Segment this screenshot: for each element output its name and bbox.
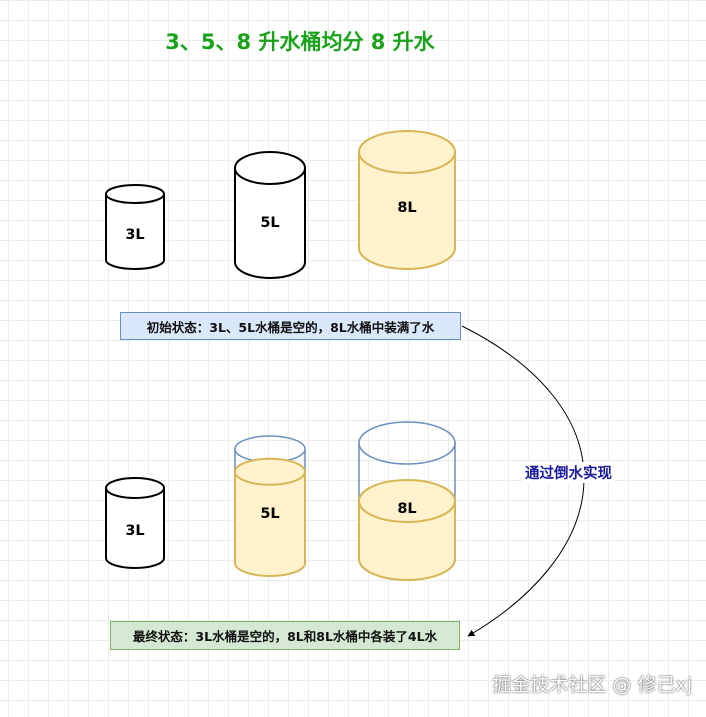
- water-body: [234, 471, 306, 577]
- bucket-label: 8L: [397, 501, 416, 517]
- bucket-container-rim: [358, 421, 456, 465]
- bucket-label: 5L: [260, 215, 279, 231]
- bucket-label: 3L: [125, 227, 144, 243]
- diagram-title: 3、5、8 升水桶均分 8 升水: [165, 30, 435, 54]
- bucket-label: 3L: [125, 523, 144, 539]
- water-body: [358, 501, 456, 581]
- bucket-body: [234, 168, 306, 279]
- initial-bucket-5L: 5L: [234, 151, 306, 279]
- water-surface: [358, 479, 456, 523]
- initial-buckets: 3L 5L 8L: [105, 130, 456, 279]
- final-bucket-5L: 5L: [234, 435, 306, 577]
- bucket-label: 5L: [260, 506, 279, 522]
- final-state-caption: 最终状态：3L水桶是空的，8L和8L水桶中各装了4L水: [110, 621, 460, 650]
- bucket-label: 8L: [397, 200, 416, 216]
- pour-action-label: 通过倒水实现: [522, 462, 615, 483]
- bucket-rim: [105, 477, 165, 499]
- bucket-rim: [234, 151, 306, 185]
- final-buckets: 3L 5L 8L: [105, 421, 456, 581]
- bucket-rim: [105, 184, 165, 204]
- water-surface: [234, 457, 306, 486]
- final-bucket-8L: 8L: [358, 421, 456, 581]
- initial-bucket-8L: 8L: [358, 130, 456, 270]
- bucket-rim: [358, 130, 456, 174]
- initial-state-caption: 初始状态：3L、5L水桶是空的，8L水桶中装满了水: [120, 312, 461, 340]
- bucket-body: [105, 488, 165, 569]
- bucket-body: [358, 152, 456, 270]
- initial-bucket-3L: 3L: [105, 184, 165, 270]
- final-bucket-3L: 3L: [105, 477, 165, 569]
- bucket-body: [105, 194, 165, 270]
- watermark: 掘金技术社区 @ 修己xj: [492, 674, 692, 696]
